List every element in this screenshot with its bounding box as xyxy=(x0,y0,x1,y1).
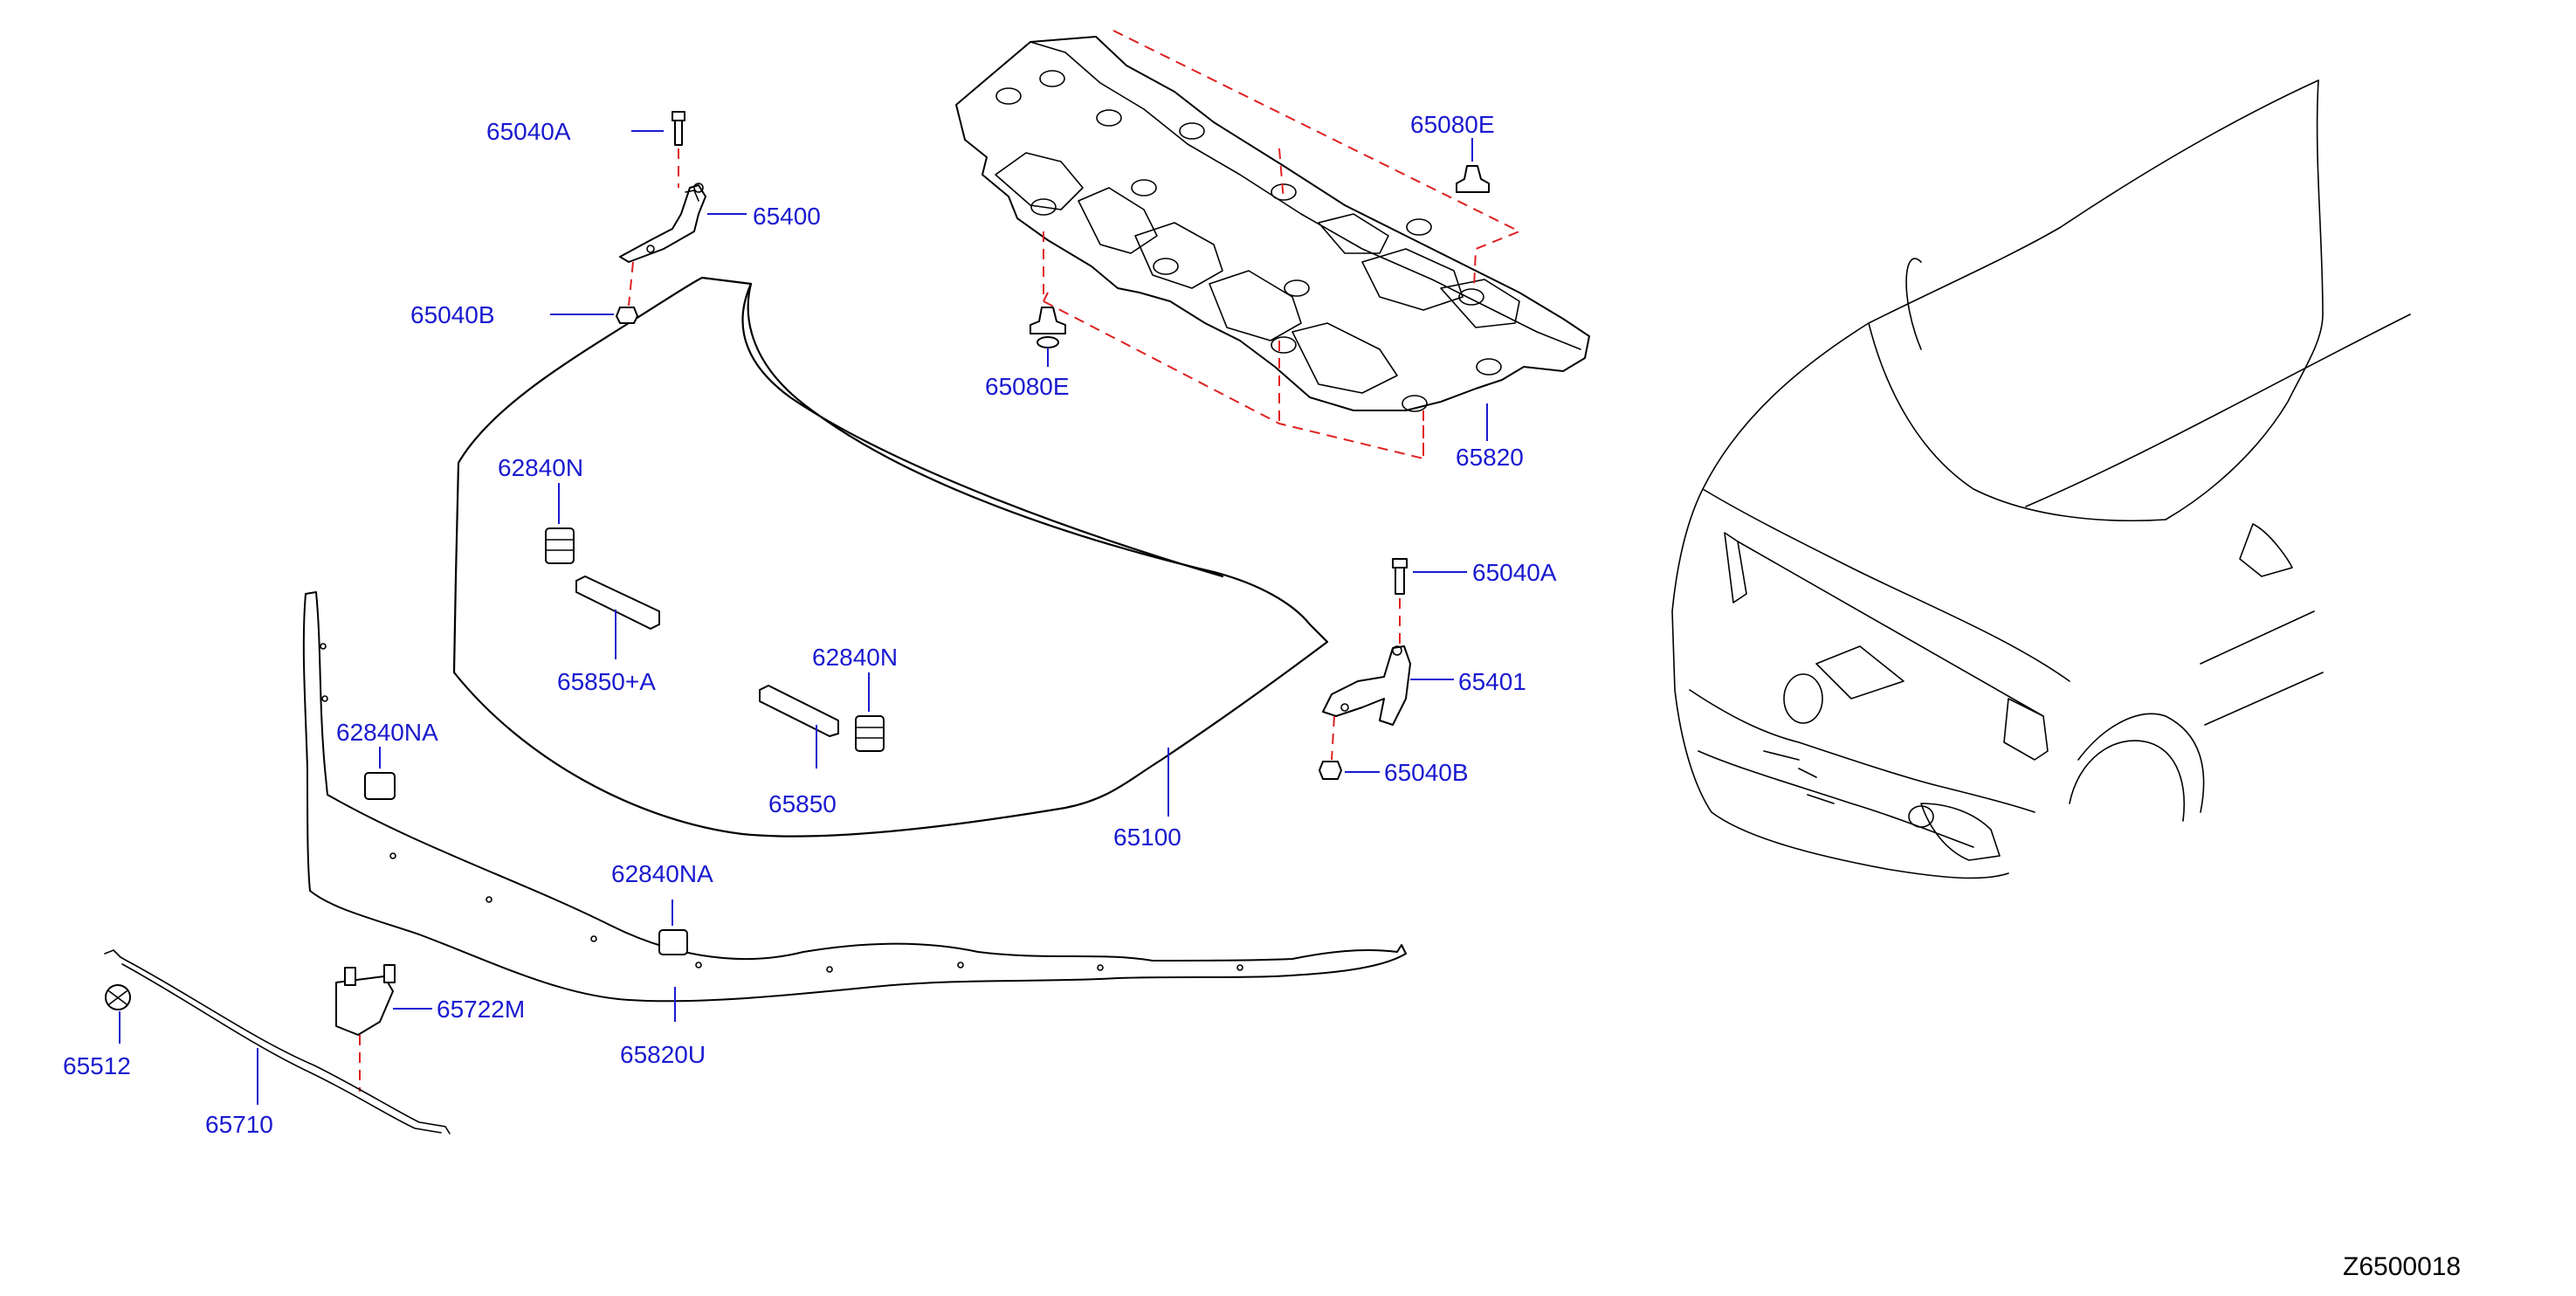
bolt-65040a-top[interactable] xyxy=(672,111,685,146)
hood-insulator[interactable] xyxy=(955,36,1590,412)
hood-panel[interactable] xyxy=(452,276,1329,838)
guide-65040b-right xyxy=(1331,715,1335,761)
label-65040b-left[interactable]: 65040B xyxy=(410,301,495,328)
label-65040a-top[interactable]: 65040A xyxy=(486,118,571,145)
stay-65850[interactable] xyxy=(759,685,839,737)
stay-65850a[interactable] xyxy=(575,576,660,630)
label-65722m[interactable]: 65722M xyxy=(437,996,525,1023)
label-65080e-right[interactable]: 65080E xyxy=(1410,111,1495,138)
label-65850[interactable]: 65850 xyxy=(768,790,837,817)
clip-65080e-left[interactable] xyxy=(1030,307,1066,348)
label-65850a[interactable]: 65850+A xyxy=(557,668,656,695)
guide-insulator-top xyxy=(1112,30,1522,289)
nut-65040b-right[interactable] xyxy=(1319,761,1342,780)
guide-insulator-a xyxy=(1278,148,1285,202)
guide-insulator-b xyxy=(1043,292,1049,302)
hood-seal-65820u[interactable] xyxy=(302,591,1407,1003)
vehicle-location-illustration xyxy=(1671,79,2411,879)
label-65400[interactable]: 65400 xyxy=(753,203,821,230)
guide-insulator-bottom xyxy=(1043,231,1424,460)
label-65820[interactable]: 65820 xyxy=(1456,444,1524,471)
label-65100[interactable]: 65100 xyxy=(1113,824,1181,851)
hood-hinge-65400[interactable] xyxy=(619,183,706,263)
hood-lock-65722m[interactable] xyxy=(335,964,396,1036)
diagram-code: Z6500018 xyxy=(2343,1252,2461,1281)
rubber-bumper-62840na-mid[interactable] xyxy=(658,929,688,955)
label-65401[interactable]: 65401 xyxy=(1458,668,1526,695)
hood-release-cable-65710[interactable] xyxy=(104,949,451,1134)
label-62840n-left[interactable]: 62840N xyxy=(498,454,583,481)
label-65512[interactable]: 65512 xyxy=(63,1052,131,1079)
rubber-bumper-62840na-left[interactable] xyxy=(364,772,396,800)
rubber-bumper-62840n-mid[interactable] xyxy=(855,715,885,752)
hood-hinge-65401[interactable] xyxy=(1322,645,1411,726)
label-65080e-left[interactable]: 65080E xyxy=(985,373,1070,400)
clip-65512[interactable] xyxy=(105,984,131,1010)
bolt-65040a-right[interactable] xyxy=(1392,558,1408,595)
label-65820u[interactable]: 65820U xyxy=(620,1041,706,1068)
label-65040b-right[interactable]: 65040B xyxy=(1384,759,1469,786)
guide-65040b-left xyxy=(628,261,634,307)
nut-65040b-left[interactable] xyxy=(616,307,638,324)
label-65710[interactable]: 65710 xyxy=(205,1111,273,1138)
label-62840na-mid[interactable]: 62840NA xyxy=(611,860,713,887)
rubber-bumper-62840n-left[interactable] xyxy=(545,527,575,564)
clip-65080e-right[interactable] xyxy=(1456,165,1490,193)
label-62840na-left[interactable]: 62840NA xyxy=(336,719,438,746)
label-65040a-right[interactable]: 65040A xyxy=(1472,559,1557,586)
label-62840n-mid[interactable]: 62840N xyxy=(812,644,898,671)
